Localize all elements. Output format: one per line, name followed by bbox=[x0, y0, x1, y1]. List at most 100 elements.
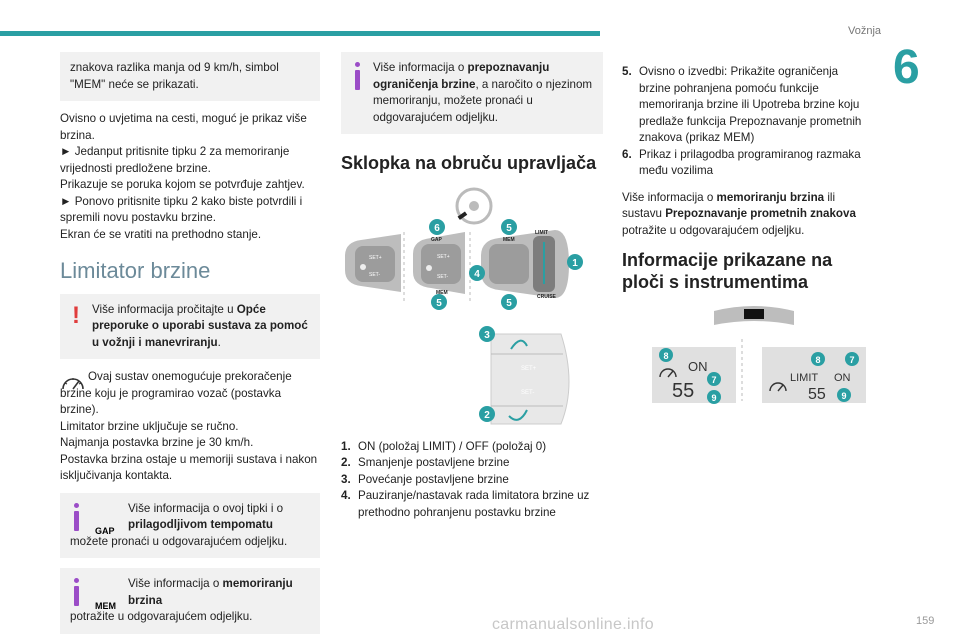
para-4: ► Ponovo pritisnite tipku 2 kako biste p… bbox=[60, 194, 303, 225]
svg-text:9: 9 bbox=[711, 393, 716, 403]
callout-5-right: 5 bbox=[501, 294, 517, 310]
callout-1: 1 bbox=[567, 254, 583, 270]
svg-text:GAP: GAP bbox=[431, 237, 443, 243]
mem-info-box: MEM Više informacija o memoriranju brzin… bbox=[60, 568, 320, 634]
warning-box: ! Više informacija pročitajte u Opće pre… bbox=[60, 293, 320, 359]
instrument-panel-icon bbox=[714, 306, 794, 325]
continued-box: znakova razlika manja od 9 km/h, simbol … bbox=[60, 52, 320, 101]
svg-text:SET-: SET- bbox=[437, 274, 448, 280]
svg-text:9: 9 bbox=[841, 391, 846, 401]
display-right: LIMIT ON 55 8 7 9 bbox=[762, 347, 866, 403]
svg-text:SET+: SET+ bbox=[521, 366, 537, 372]
svg-text:SET-: SET- bbox=[521, 390, 534, 396]
svg-text:8: 8 bbox=[663, 351, 668, 361]
svg-text:1: 1 bbox=[572, 258, 578, 269]
callout-2: 2 bbox=[479, 406, 495, 422]
svg-text:4: 4 bbox=[474, 269, 480, 280]
info-post: , a naročito o njezinom memoriranju, mož… bbox=[373, 77, 593, 124]
mem-pre: Više informacija o bbox=[128, 577, 223, 590]
legend-continued: 5.Ovisno o izvedbi: Prikažite ograničenj… bbox=[622, 64, 872, 180]
callout-3: 3 bbox=[479, 326, 495, 342]
callout-5: 5 bbox=[501, 219, 517, 235]
svg-text:MEM: MEM bbox=[503, 237, 515, 243]
legend-item: 6.Prikaz i prilagodba programiranog razm… bbox=[622, 147, 861, 178]
svg-text:5: 5 bbox=[506, 298, 512, 309]
column-2: Više informacija o prepoznavanju ogranič… bbox=[341, 52, 603, 521]
steering-switch-illustration: SET+ SET- GAP MEM SET+ SET- MEM LIMIT CR… bbox=[345, 187, 583, 425]
speedometer-icon bbox=[62, 378, 84, 390]
info-icon bbox=[74, 578, 79, 606]
mem-tag: MEM bbox=[95, 601, 116, 611]
heading-instrument-panel: Informacije prikazane na ploči s instrum… bbox=[622, 250, 833, 292]
sys-text-2: Limitator brzine uključuje se ručno. bbox=[60, 419, 239, 433]
system-description: Ovaj sustav onemogućuje prekoračenje brz… bbox=[60, 369, 320, 485]
svg-text:CRUISE: CRUISE bbox=[537, 294, 557, 300]
svg-text:5: 5 bbox=[506, 223, 512, 234]
svg-text:SET-: SET- bbox=[369, 272, 380, 278]
legend-item: 4.Pauziranje/nastavak rada limitatora br… bbox=[341, 489, 590, 519]
instrument-display-illustration: ON 55 8 7 9 LIMIT ON 55 8 7 9 bbox=[652, 306, 866, 404]
info-icon bbox=[355, 62, 360, 90]
mem-post: potražite u odgovarajućem odjeljku. bbox=[70, 610, 253, 623]
steering-wheel-icon bbox=[455, 187, 493, 225]
para-2: ► Jedanput pritisnite tipku 2 za memorir… bbox=[60, 145, 290, 175]
display-left: ON 55 8 7 9 bbox=[652, 347, 736, 404]
gap-bold: prilagodljivom tempomatu bbox=[128, 518, 273, 531]
para-5: Ekran će se vratiti na prethodno stanje. bbox=[60, 227, 262, 241]
gap-info-box: GAP Više informacija o ovoj tipki i o pr… bbox=[60, 492, 320, 558]
svg-text:2: 2 bbox=[484, 410, 490, 421]
para-3: Prikazuje se poruka kojom se potvrđuje z… bbox=[60, 178, 305, 191]
gap-post: možete pronaći u odgovarajućem odjeljku. bbox=[70, 534, 288, 548]
warning-pre: Više informacija pročitajte u bbox=[92, 302, 237, 316]
para-1: Ovisno o uvjetima na cesti, moguć je pri… bbox=[60, 112, 307, 142]
svg-text:3: 3 bbox=[484, 330, 490, 341]
section-title: Vožnja bbox=[848, 25, 882, 37]
mem-bold: memoriranju brzina bbox=[128, 577, 293, 607]
callout-5-left: 5 bbox=[431, 294, 447, 310]
svg-text:SET+: SET+ bbox=[369, 255, 382, 261]
column-1: znakova razlika manja od 9 km/h, simbol … bbox=[60, 52, 320, 644]
recognition-info-box: Više informacija o prepoznavanju ogranič… bbox=[341, 52, 603, 134]
legend-item: 5.Ovisno o izvedbi: Prikažite ograničenj… bbox=[622, 65, 862, 144]
svg-text:MEM: MEM bbox=[436, 290, 448, 296]
info-bold: prepoznavanju ograničenja brzine bbox=[373, 61, 550, 91]
sys-text-1: Ovaj sustav onemogućuje prekoračenje brz… bbox=[60, 370, 292, 416]
svg-text:ON: ON bbox=[688, 359, 708, 374]
legend-item: 3.Povećanje postavljene brzine bbox=[341, 472, 509, 486]
middle-stalk: GAP MEM SET+ SET- bbox=[413, 232, 465, 296]
svg-text:7: 7 bbox=[849, 355, 854, 365]
svg-text:55: 55 bbox=[672, 380, 694, 402]
warning-icon: ! bbox=[72, 301, 80, 329]
callout-4: 4 bbox=[469, 265, 485, 281]
column-3: 5.Ovisno o izvedbi: Prikažite ograničenj… bbox=[622, 52, 872, 429]
switch-legend: 1.ON (položaj LIMIT) / OFF (položaj 0) 2… bbox=[341, 439, 603, 522]
heading-steering-switch: Sklopka na obruču upravljača bbox=[341, 153, 597, 173]
gap-tag: GAP bbox=[95, 525, 115, 536]
svg-text:6: 6 bbox=[434, 223, 440, 234]
legend-item: 1.ON (položaj LIMIT) / OFF (položaj 0) bbox=[341, 439, 547, 453]
svg-text:LIMIT: LIMIT bbox=[535, 230, 548, 236]
svg-text:LIMIT: LIMIT bbox=[790, 372, 818, 384]
sys-text-4: Postavka brzina ostaje u memoriji sustav… bbox=[60, 452, 318, 483]
left-stalk: SET+ SET- bbox=[345, 234, 401, 292]
continued-text: znakova razlika manja od 9 km/h, simbol … bbox=[70, 61, 279, 91]
page-number: 159 bbox=[916, 615, 935, 627]
warning-post: . bbox=[217, 335, 221, 349]
gap-pre: Više informacija o ovoj tipki i o bbox=[128, 501, 284, 515]
info-icon bbox=[74, 502, 79, 531]
watermark: carmanualsonline.info bbox=[492, 616, 654, 633]
svg-text:8: 8 bbox=[815, 355, 820, 365]
heading-speed-limiter: Limitator brzine bbox=[60, 258, 211, 283]
reference-paragraph: Više informacija o memoriranju brzina il… bbox=[622, 190, 856, 237]
svg-text:5: 5 bbox=[436, 298, 442, 309]
zoomed-stalk: SET+ SET- bbox=[490, 333, 570, 425]
svg-text:SET+: SET+ bbox=[437, 254, 450, 260]
legend-item: 2.Smanjenje postavljene brzine bbox=[341, 456, 510, 469]
chapter-number: 6 bbox=[893, 41, 920, 94]
info-pre: Više informacija o bbox=[373, 61, 468, 74]
header-bar bbox=[0, 31, 600, 36]
warning-bold: Opće preporuke o uporabi sustava za pomo… bbox=[92, 302, 308, 349]
callout-6: 6 bbox=[429, 219, 445, 235]
right-stalk: MEM LIMIT CRUISE bbox=[481, 230, 569, 300]
svg-text:55: 55 bbox=[808, 386, 826, 403]
